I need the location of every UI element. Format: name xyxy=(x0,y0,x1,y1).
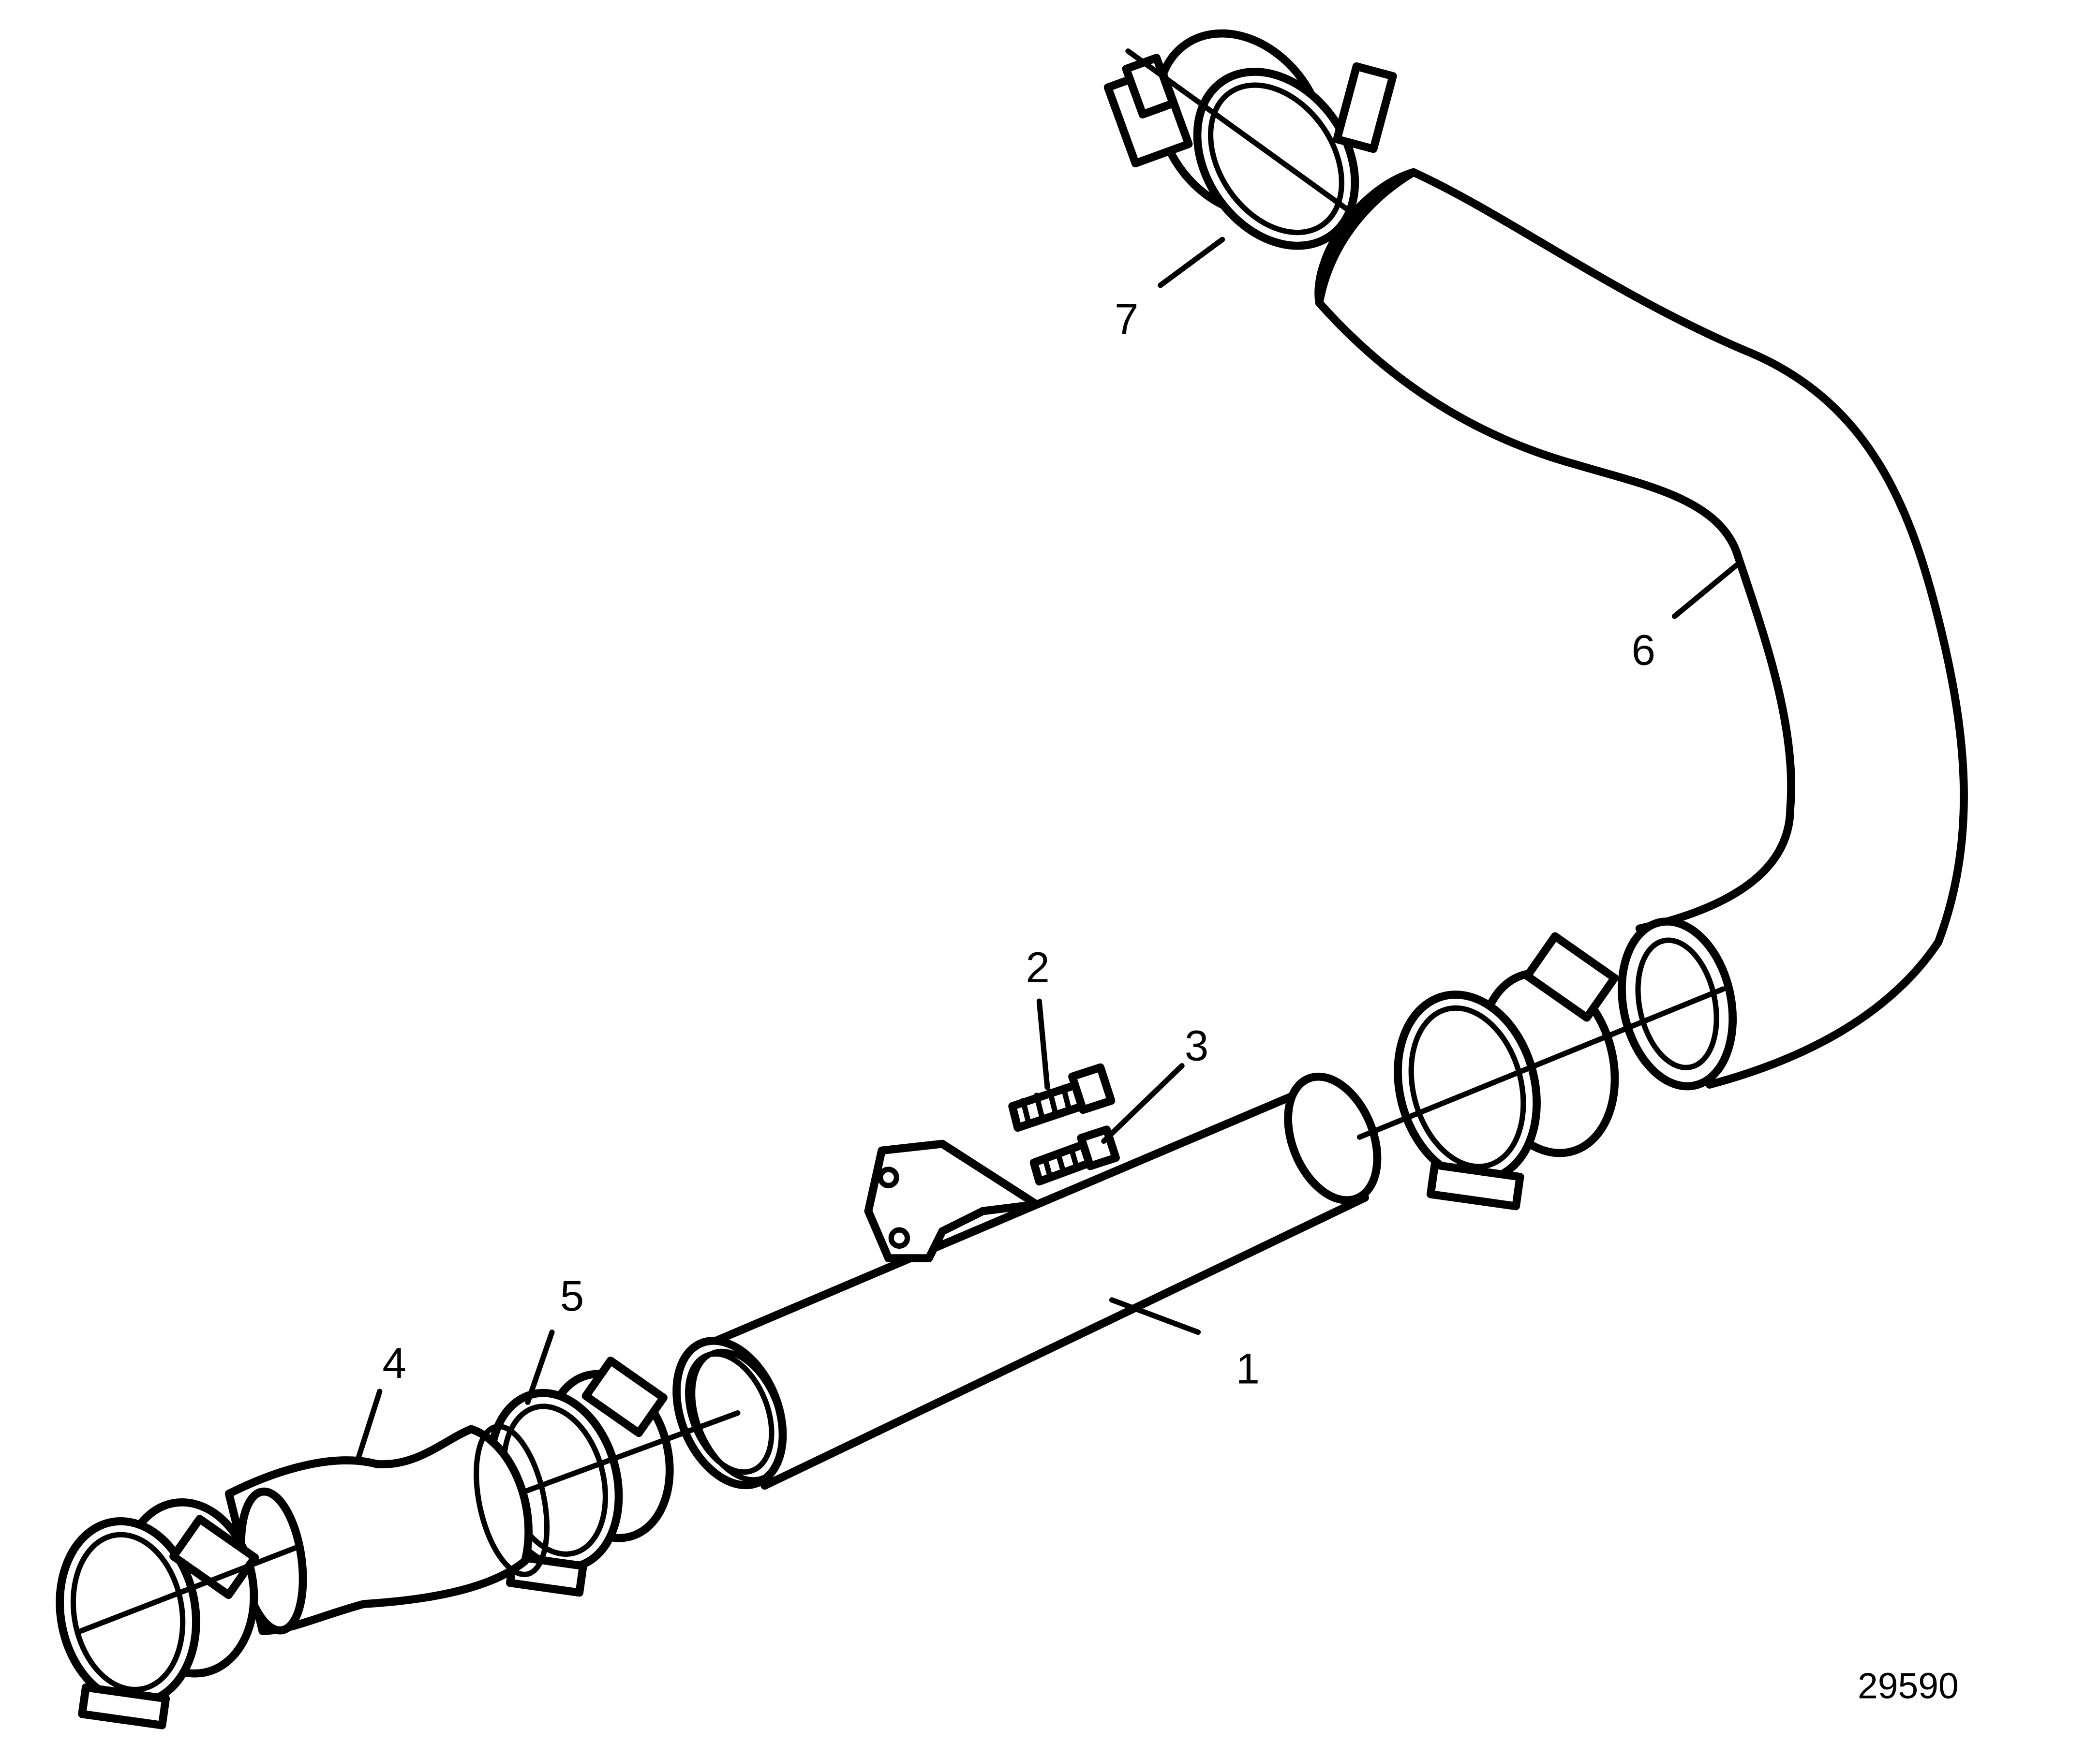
hose-clamp-part-7 xyxy=(1103,29,1397,250)
callout-2: 2 xyxy=(1026,943,1050,991)
hose-part-6 xyxy=(1314,168,1968,1091)
figure-number: 29590 xyxy=(1858,1665,1959,1706)
callout-7: 7 xyxy=(1115,295,1139,343)
callout-1: 1 xyxy=(1236,1344,1260,1392)
callout-5: 5 xyxy=(560,1271,584,1320)
bolt-part-2 xyxy=(1008,1063,1116,1132)
hose-part-4 xyxy=(224,1423,550,1635)
callout-4: 4 xyxy=(382,1339,406,1387)
callout-3: 3 xyxy=(1185,1021,1209,1070)
hose-clamp-left xyxy=(56,1498,299,1729)
callout-6: 6 xyxy=(1632,626,1656,674)
hose-clamp-right xyxy=(1356,932,1726,1211)
tube-part-1 xyxy=(672,1072,1382,1490)
leader-lines xyxy=(355,236,1740,1462)
callouts: 1 2 3 4 5 6 7 29590 xyxy=(382,295,1958,1706)
